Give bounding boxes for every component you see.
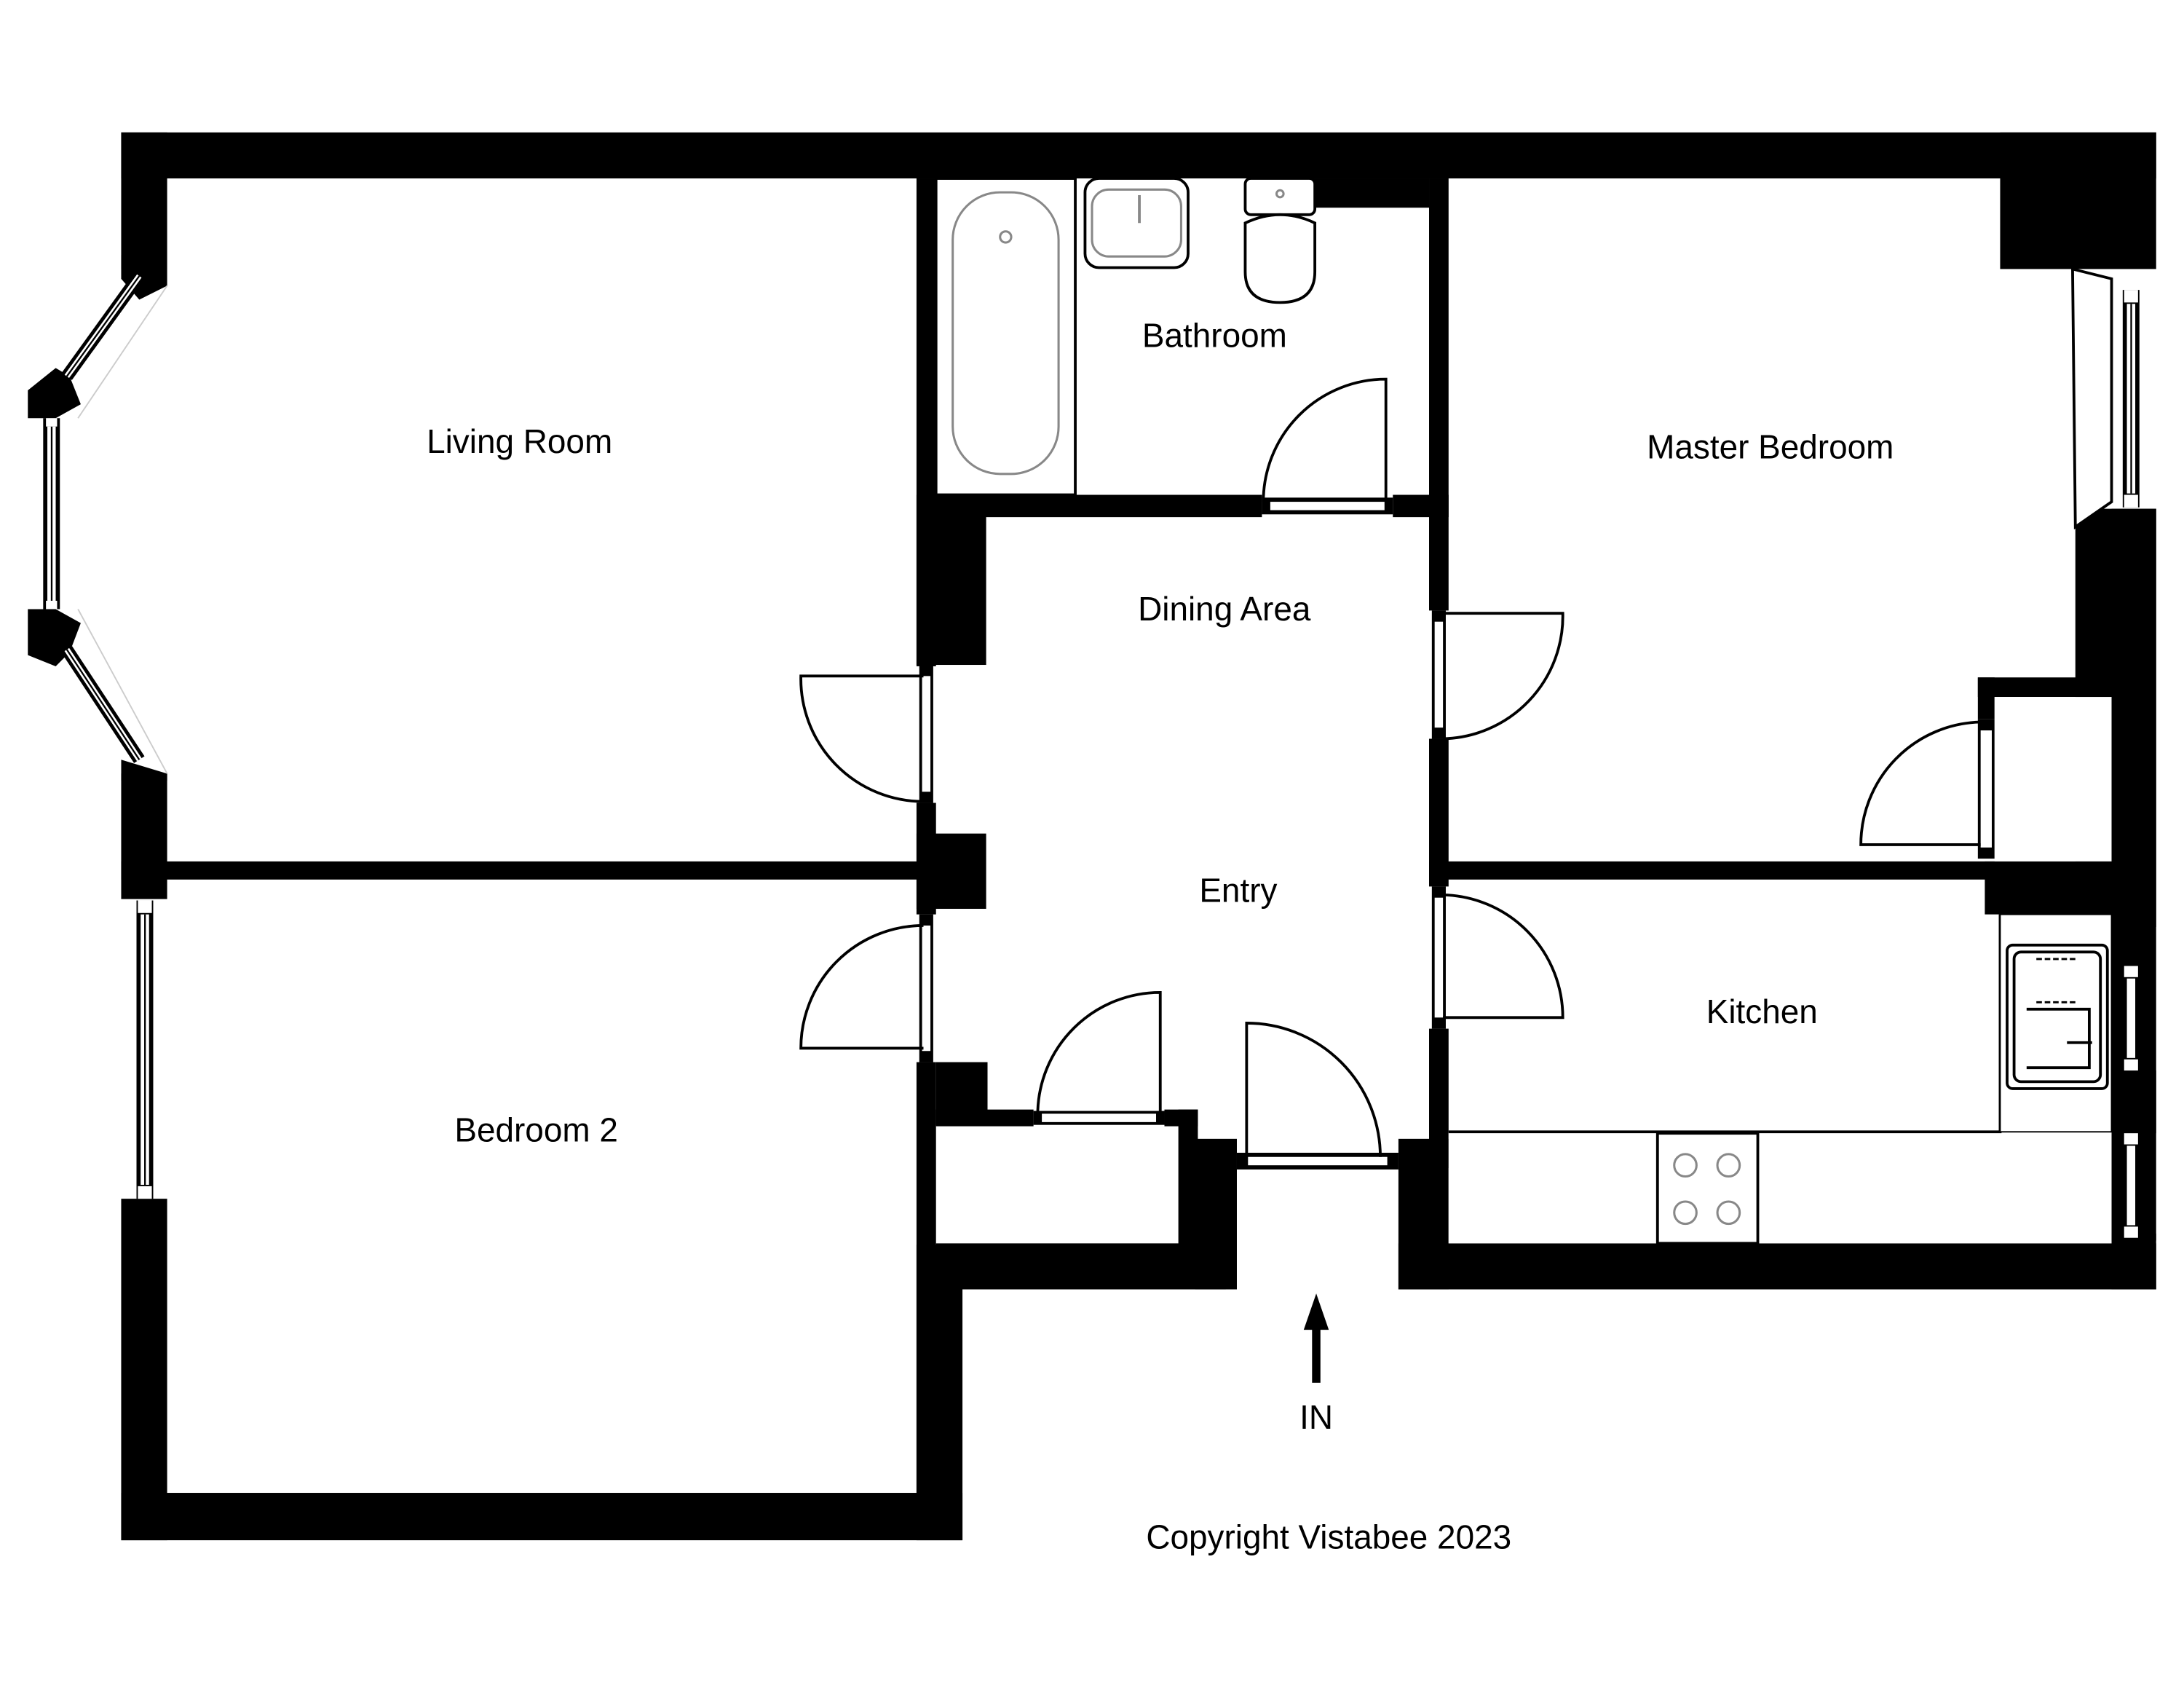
hob bbox=[1655, 1132, 1760, 1245]
toilet bbox=[1243, 177, 1317, 304]
kitchen-fixtures bbox=[1448, 913, 2113, 1245]
windows bbox=[136, 267, 2140, 1238]
room-label-entry: Entry bbox=[1199, 871, 1277, 909]
sink bbox=[1083, 177, 1190, 269]
walls bbox=[121, 132, 2156, 1541]
room-label-living-room: Living Room bbox=[427, 422, 612, 460]
room-label-bathroom: Bathroom bbox=[1142, 317, 1287, 355]
room-label-master-bedroom: Master Bedroom bbox=[1647, 428, 1894, 466]
room-label-kitchen: Kitchen bbox=[1706, 993, 1818, 1030]
room-label-dining-area: Dining Area bbox=[1138, 590, 1311, 628]
bay-window bbox=[28, 255, 168, 795]
doors bbox=[799, 377, 2112, 1170]
copyright-text: Copyright Vistabee 2023 bbox=[1146, 1518, 1511, 1556]
room-label-bedroom-2: Bedroom 2 bbox=[454, 1111, 618, 1149]
entrance-arrow-icon bbox=[1303, 1293, 1329, 1383]
entrance-label: IN bbox=[1299, 1398, 1333, 1436]
bathtub bbox=[934, 177, 1077, 497]
